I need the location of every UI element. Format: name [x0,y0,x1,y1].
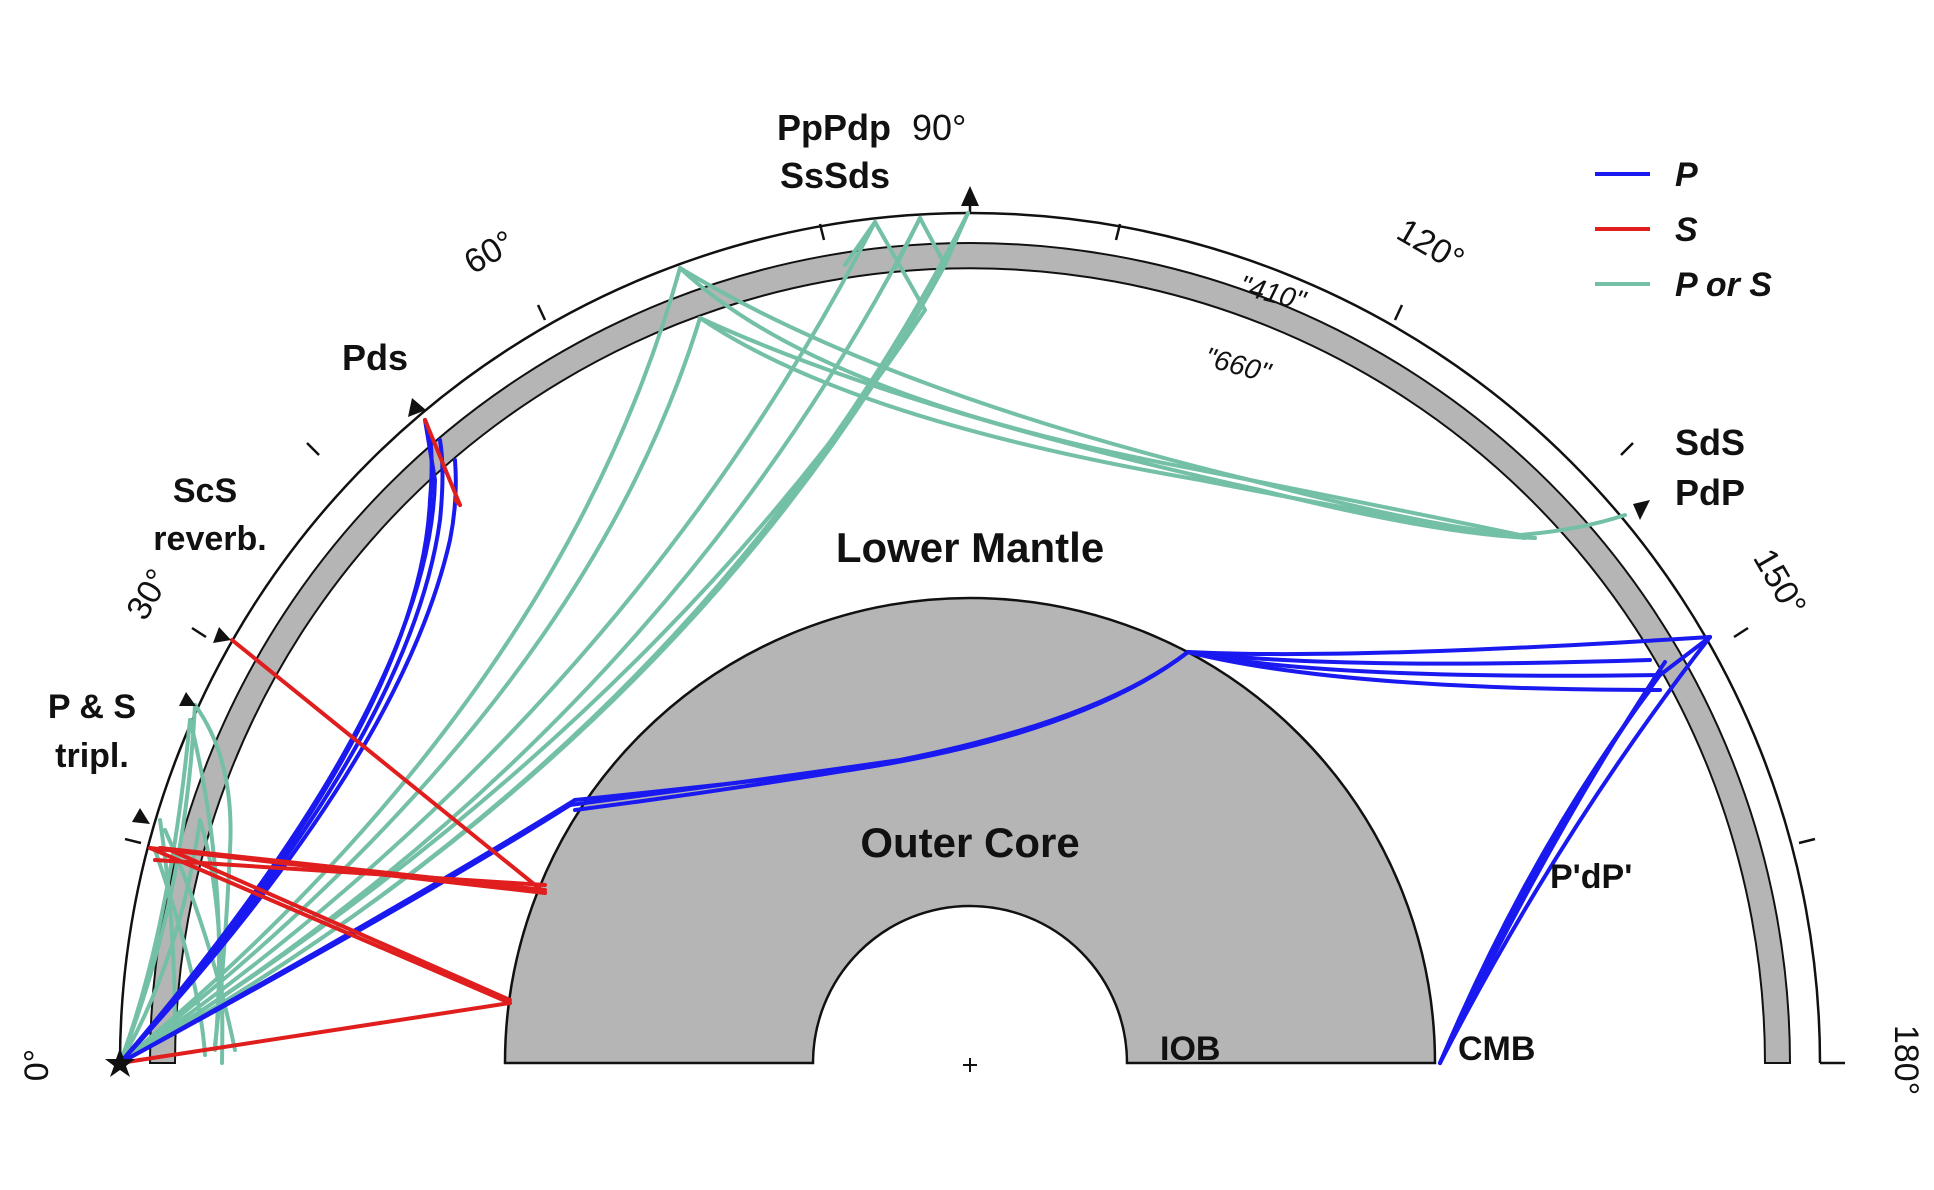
ray-ppdp-2 [118,316,702,1065]
ray-core-7 [1186,650,1652,666]
stations [132,186,1650,824]
ray-triplication-8 [118,703,197,1065]
angle-label-150: 150° [1745,543,1813,623]
angle-label-120: 120° [1391,211,1471,279]
ray-triplication-6 [163,828,237,1052]
ray-sds-tail [1518,513,1627,537]
legend: P S P or S [1595,156,1772,304]
station-ppdp [961,186,979,206]
ray-scs-6 [118,1001,512,1065]
ray-triplication-1 [118,818,202,1065]
region-label-cmb: CMB [1458,1030,1535,1068]
tick-30 [191,626,207,639]
ray-pds-4 [118,418,438,1065]
ray-pdp-prime-4 [1438,660,1667,1065]
ray-s-pds-2 [453,498,462,507]
source-star-icon [105,1048,135,1077]
tick-15 [124,837,142,845]
center-marker-icon [963,1058,977,1072]
ray-pds-3 [118,458,458,1065]
transition-zone-band [148,242,1792,1064]
legend-label-p: P [1675,156,1698,194]
legend-label-s: S [1675,211,1698,249]
tick-45 [306,442,320,456]
tick-75 [818,223,826,241]
station-sds [1633,500,1650,520]
phase-label-ps-1: P & S [48,688,136,726]
tick-120 [1393,304,1404,321]
tick-150 [1733,626,1749,639]
ray-scs-7 [153,858,547,887]
ray-ppdp-bounce-1 [873,220,927,312]
tick-135 [1620,442,1634,456]
ray-pdp-prime-1 [1438,635,1712,1065]
ray-sds-1 [678,266,1522,537]
angle-label-0: 0° [18,1049,56,1082]
ray-ppdp-7 [118,263,947,1065]
station-triplication-1 [132,808,150,824]
ray-core-5 [573,650,1190,812]
ray-scs-1 [230,638,547,895]
ray-core-9 [1186,635,1712,657]
ray-core-2 [118,798,577,1065]
ray-scs-4 [158,846,547,892]
ray-core-8 [1186,650,1662,692]
ray-scs-5 [168,848,512,1002]
ray-s-pds-1 [423,418,462,507]
phase-label-ps-2: tripl. [55,737,129,775]
phase-label-pdp: PdP [1675,472,1745,513]
station-pds [408,398,426,417]
tick-165 [1798,837,1816,845]
ray-sds-3 [678,266,1532,538]
phase-label-ppdp: PpPdp [777,107,891,148]
ray-pdp-prime-5 [1658,635,1712,677]
phase-label-scs-2: reverb. [153,520,266,558]
tick-60 [536,304,547,321]
s-rays [118,418,547,1065]
p-rays [118,418,1712,1065]
ray-ppdp-bounce-4 [843,220,877,267]
ray-ppdp-3 [118,220,877,1065]
ray-pds-2 [118,438,445,1065]
tick-105 [1114,223,1122,241]
ray-ppdp-1 [118,266,682,1065]
ray-ppdp-6 [118,308,927,1065]
ray-scs-3 [148,846,512,1005]
phase-label-sds: SdS [1675,422,1745,463]
p-or-s-rays [118,211,1627,1065]
angle-label-180: 180° [1887,1025,1925,1095]
angle-label-30: 30° [119,563,178,627]
region-label-lower-mantle: Lower Mantle [836,524,1104,571]
ray-ppdp-bounce-2 [918,216,947,267]
angle-label-90: 90° [912,107,966,148]
station-triplication-2 [179,692,196,706]
phase-label-pdp-prime: P'dP' [1550,858,1632,896]
outer-core [503,596,1437,1065]
region-label-iob: IOB [1160,1030,1220,1068]
phase-label-scs-1: ScS [173,472,237,510]
legend-label-p-or-s: P or S [1675,266,1772,304]
d660-label: "660" [1201,341,1274,388]
ray-ppdp-bounce-5 [893,216,922,270]
ray-sds-4 [698,316,1537,540]
station-scs [213,627,231,643]
phase-label-sssds: SsSds [780,155,890,196]
ray-ppdp-bounce-3 [943,211,970,267]
angle-label-60: 60° [458,223,522,282]
ray-sds-2 [698,316,1527,540]
ray-triplication-5 [153,848,207,1057]
phase-label-pds: Pds [342,337,408,378]
region-label-outer-core: Outer Core [860,819,1079,866]
